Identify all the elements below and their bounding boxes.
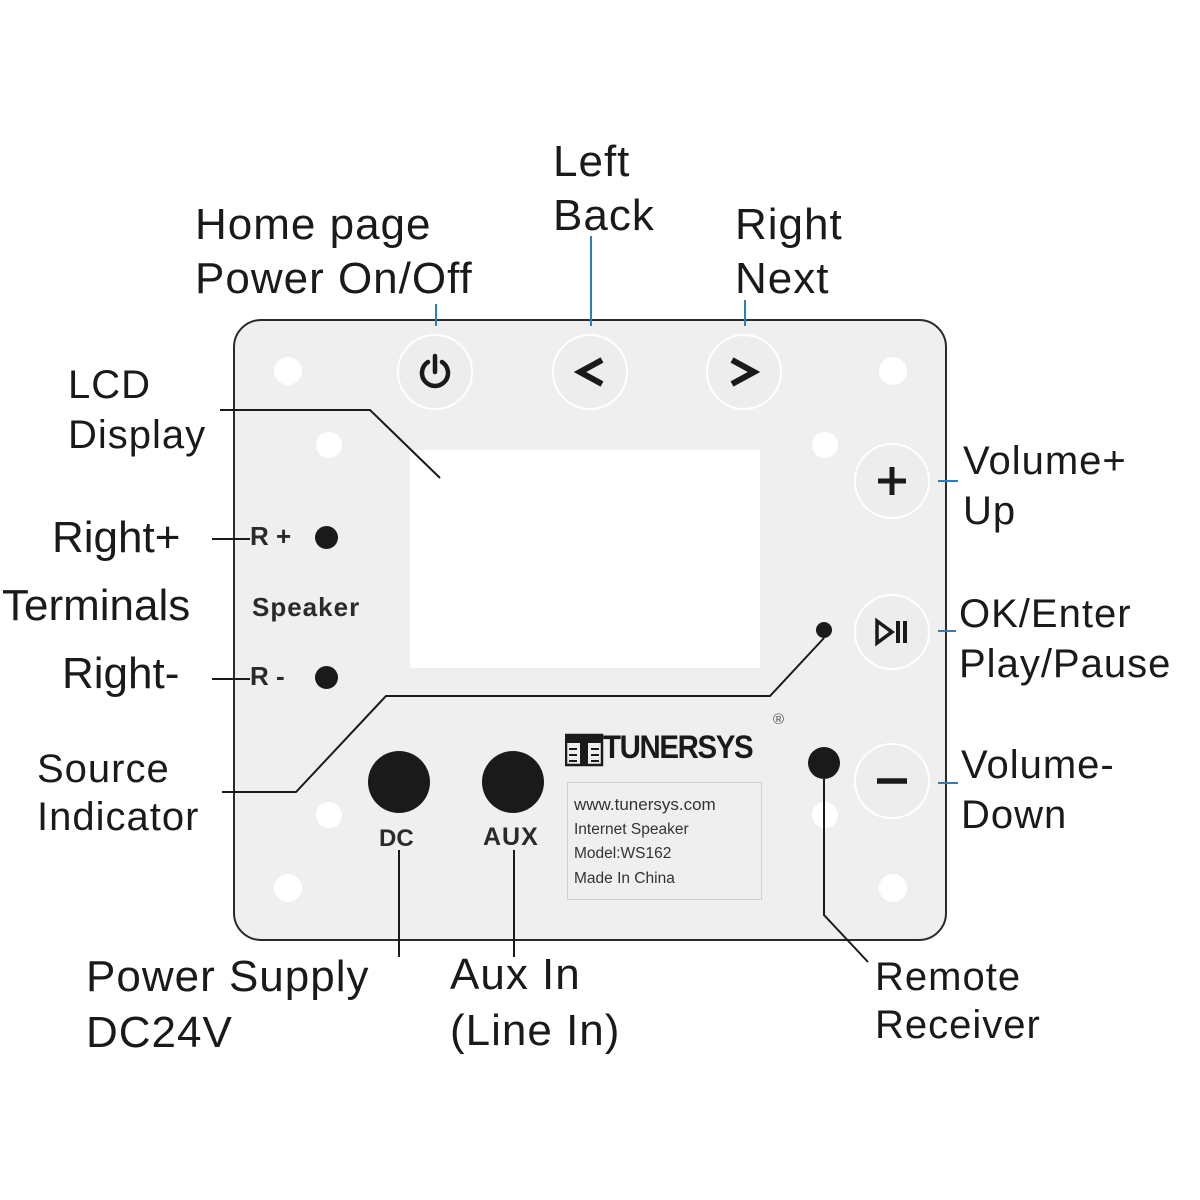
volume-plus-text: Volume+ [963,439,1127,483]
receiver-text: Receiver [875,1003,1041,1047]
volume-up-label: Volume+ Up [963,436,1127,536]
lcd-text: LCD [68,363,152,407]
ok-enter-text: OK/Enter [959,592,1132,636]
line-in-text: (Line In) [450,1006,621,1055]
model-text: Model:WS162 [574,845,672,862]
chevron-right-icon [730,357,761,387]
power-on-off-text: Power On/Off [195,254,473,303]
aux-input-jack[interactable] [482,751,544,813]
r-plus-marking: R + [250,521,292,551]
mounting-hole [274,357,302,385]
brand-logo-mark [564,733,604,767]
lcd-display-label: LCD Display [68,360,206,460]
lcd-display [410,450,760,668]
play-pause-button[interactable] [854,594,930,670]
website-text: www.tunersys.com [574,795,716,814]
ok-enter-label: OK/Enter Play/Pause [959,589,1171,689]
down-text: Down [961,793,1068,837]
right-plus-terminal[interactable] [315,526,338,549]
indicator-text: Indicator [37,795,200,839]
mounting-hole [274,874,302,902]
left-text: Left [553,137,631,186]
source-indicator-led [816,622,832,638]
power-supply-label: Power Supply DC24V [86,949,369,1061]
display-text: Display [68,413,207,457]
volume-down-button[interactable] [854,743,930,819]
mounting-hole [879,357,907,385]
power-icon [419,353,451,389]
remote-text: Remote [875,955,1022,999]
right-text: Right [735,200,843,249]
home-page-text: Home page [195,200,432,249]
power-supply-text: Power Supply [86,952,370,1001]
source-indicator-label: Source Indicator [37,745,199,841]
volume-minus-text: Volume- [961,743,1115,787]
left-back-label: Left Back [553,135,655,243]
dc24v-text: DC24V [86,1008,233,1057]
dc-power-jack[interactable] [368,751,430,813]
power-button[interactable] [397,334,473,410]
brand-name: TUNERSYS [603,729,754,765]
remote-receiver-sensor [808,747,840,779]
aux-marking: AUX [483,823,539,851]
aux-in-text: Aux In [450,950,581,999]
play-pause-icon [875,617,907,647]
terminals-label: Terminals [2,581,191,630]
play-pause-text: Play/Pause [959,642,1172,686]
right-next-label: Right Next [735,198,843,306]
mounting-hole [316,802,342,828]
r-minus-marking: R - [250,661,285,691]
mounting-hole [879,874,907,902]
brand-logo: TUNERSYS ® [564,711,784,773]
right-minus-terminal[interactable] [315,666,338,689]
left-back-button[interactable] [552,334,628,410]
registered-mark: ® [773,711,785,728]
right-minus-label: Right- [62,649,180,698]
home-power-label: Home page Power On/Off [195,198,473,306]
product-info-label: www.tunersys.com Internet Speaker Model:… [567,782,762,900]
product-type-text: Internet Speaker [574,820,689,838]
mounting-hole [316,432,342,458]
plus-icon [878,467,906,495]
mounting-hole [812,432,838,458]
next-text: Next [735,254,830,303]
up-text: Up [963,489,1017,533]
right-next-button[interactable] [706,334,782,410]
dc-marking: DC [379,825,414,852]
volume-down-label: Volume- Down [961,740,1115,840]
chevron-left-icon [573,357,604,387]
volume-up-button[interactable] [854,443,930,519]
right-plus-label: Right+ [52,513,181,562]
back-text: Back [553,191,655,240]
source-text: Source [37,747,170,791]
speaker-marking: Speaker [252,592,361,622]
aux-in-label: Aux In (Line In) [450,947,620,1059]
minus-icon [877,778,907,784]
remote-receiver-label: Remote Receiver [875,953,1041,1049]
origin-text: Made In China [574,869,675,887]
